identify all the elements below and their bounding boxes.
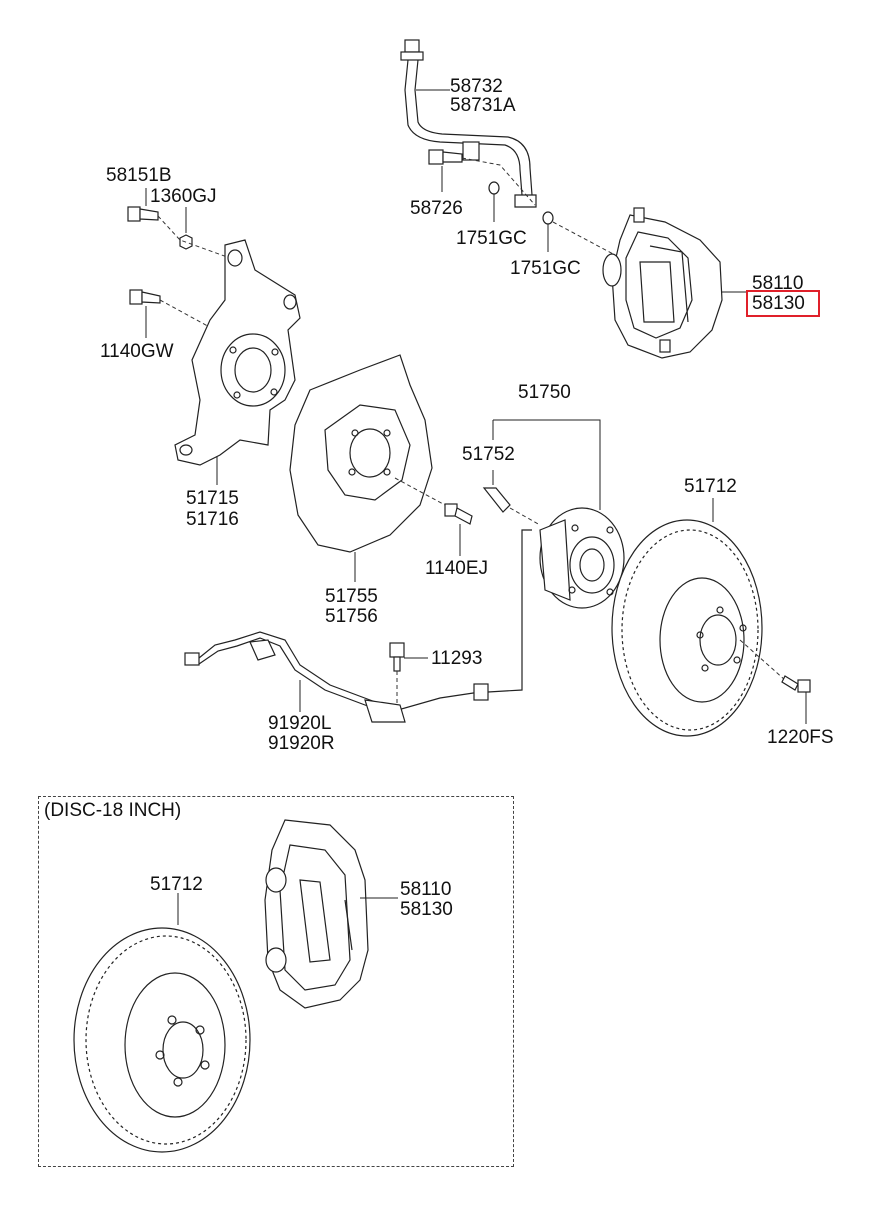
brake-hose-part [400,39,537,208]
bolt-11293 [389,642,405,672]
label-1360GJ[interactable]: 1360GJ [150,186,217,207]
bolt-1140GW [129,289,161,305]
label-58130-top[interactable]: 58130 [752,293,805,314]
label-1751GC-a[interactable]: 1751GC [456,228,527,249]
bolt-58726 [428,149,463,165]
label-58110-inset[interactable]: 58110 [400,879,452,900]
highlight-box-58130 [746,290,820,317]
wheel-stud [482,487,511,513]
caliper-top [602,207,723,359]
label-1140EJ[interactable]: 1140EJ [425,558,489,579]
label-51750[interactable]: 51750 [518,382,571,403]
caliper-inset [264,819,369,1009]
label-51756[interactable]: 51756 [325,606,378,627]
label-51715[interactable]: 51715 [186,488,239,509]
inset-title: (DISC-18 INCH) [44,800,182,821]
brake-disc-top [611,519,763,737]
label-58732[interactable]: 58732 [450,76,503,97]
label-1751GC-b[interactable]: 1751GC [510,258,581,279]
label-51712-inset[interactable]: 51712 [150,874,203,895]
label-11293[interactable]: 11293 [431,648,483,669]
brake-disc-inset [73,927,251,1153]
label-1140GW[interactable]: 1140GW [100,341,174,362]
dust-shield [289,354,433,553]
label-51716[interactable]: 51716 [186,509,239,530]
label-51712-top[interactable]: 51712 [684,476,737,497]
label-91920R[interactable]: 91920R [268,733,335,754]
wheel-hub [539,507,625,609]
disc-18-inch-inset-frame [38,796,514,1167]
label-58151B[interactable]: 58151B [106,165,172,186]
label-51755[interactable]: 51755 [325,586,378,607]
bolt-1220FS [781,675,811,693]
label-1220FS[interactable]: 1220FS [767,727,834,748]
label-58130-inset[interactable]: 58130 [400,899,453,920]
steering-knuckle [174,239,301,466]
wheel-speed-sensor [184,529,532,723]
label-51752[interactable]: 51752 [462,444,515,465]
bolt-58151B [127,206,159,222]
bolt-1140EJ [444,503,473,525]
label-58731A[interactable]: 58731A [450,95,516,116]
label-58110-top[interactable]: 58110 [752,273,804,294]
label-58726[interactable]: 58726 [410,198,463,219]
label-91920L[interactable]: 91920L [268,713,332,734]
